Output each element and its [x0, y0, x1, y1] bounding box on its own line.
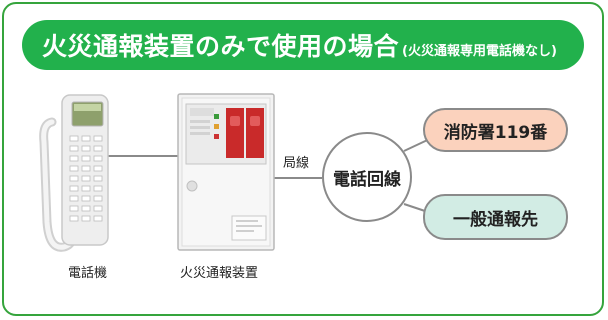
phone-caption: 電話機	[68, 266, 108, 281]
phone-line-hub: 電話回線	[322, 132, 412, 222]
banner-title: 火災通報装置のみで使用の場合	[42, 32, 400, 61]
line-label: 局線	[283, 156, 310, 171]
banner-subtitle: (火災通報専用電話機なし)	[402, 43, 557, 59]
telephone-icon	[39, 94, 109, 252]
title-banner: 火災通報装置のみで使用の場合 (火災通報専用電話機なし)	[22, 20, 584, 70]
general-destination: 一般通報先	[423, 194, 568, 240]
fire-station-destination: 消防署119番	[423, 108, 568, 152]
fire-alarm-device-icon	[177, 93, 275, 251]
alarm-device-caption: 火災通報装置	[180, 266, 259, 281]
